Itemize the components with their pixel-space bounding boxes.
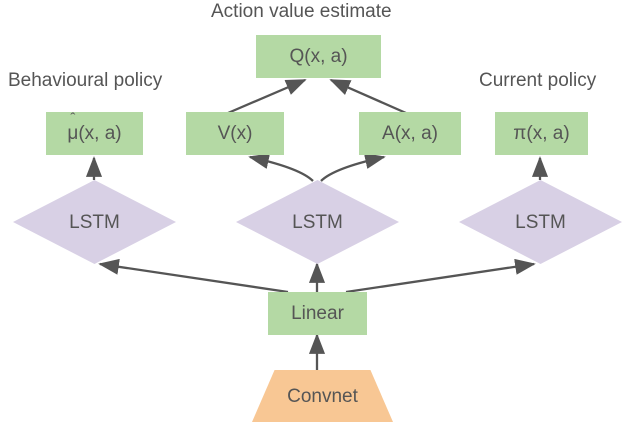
node-current-policy-label: π(x, a) (513, 123, 570, 144)
edge-linear-to-lstm-right (345, 258, 536, 294)
node-advantage[interactable]: A(x, a) (359, 112, 461, 155)
node-convnet[interactable]: Convnet (252, 370, 393, 422)
behavioural-policy-caption: Behavioural policy (8, 70, 163, 91)
edge-advantage-to-q (329, 78, 407, 115)
node-value[interactable]: V(x) (186, 112, 284, 155)
node-behavioural-policy-label: ˆ μ(x, a) (67, 111, 122, 144)
node-convnet-label: Convnet (287, 385, 358, 407)
node-advantage-label: A(x, a) (382, 123, 438, 144)
node-behavioural-policy-text: μ(x, a) (67, 123, 122, 144)
node-q-value[interactable]: Q(x, a) (256, 35, 381, 78)
edge-lstm-middle-to-value (248, 153, 314, 182)
node-lstm-right-label: LSTM (515, 211, 566, 233)
edge-linear-to-lstm-left (98, 258, 289, 294)
current-policy-caption: Current policy (479, 70, 597, 91)
hat-accent-icon: ˆ (70, 110, 76, 127)
node-q-value-label: Q(x, a) (289, 46, 348, 67)
node-linear-label: Linear (291, 303, 344, 324)
node-lstm-left[interactable]: LSTM (13, 180, 176, 264)
node-behavioural-policy[interactable]: ˆ μ(x, a) (46, 111, 143, 155)
edge-value-to-q (227, 78, 307, 115)
node-value-label: V(x) (217, 123, 253, 144)
node-current-policy[interactable]: π(x, a) (495, 112, 588, 155)
action-value-estimate-caption: Action value estimate (211, 1, 392, 22)
node-lstm-middle[interactable]: LSTM (236, 180, 399, 264)
node-lstm-right[interactable]: LSTM (459, 180, 622, 264)
node-lstm-middle-label: LSTM (292, 211, 343, 233)
node-linear[interactable]: Linear (268, 292, 367, 335)
node-lstm-left-label: LSTM (69, 211, 120, 233)
edge-lstm-middle-to-advantage (320, 153, 386, 182)
trapezoid-shape-convnet (252, 370, 393, 422)
